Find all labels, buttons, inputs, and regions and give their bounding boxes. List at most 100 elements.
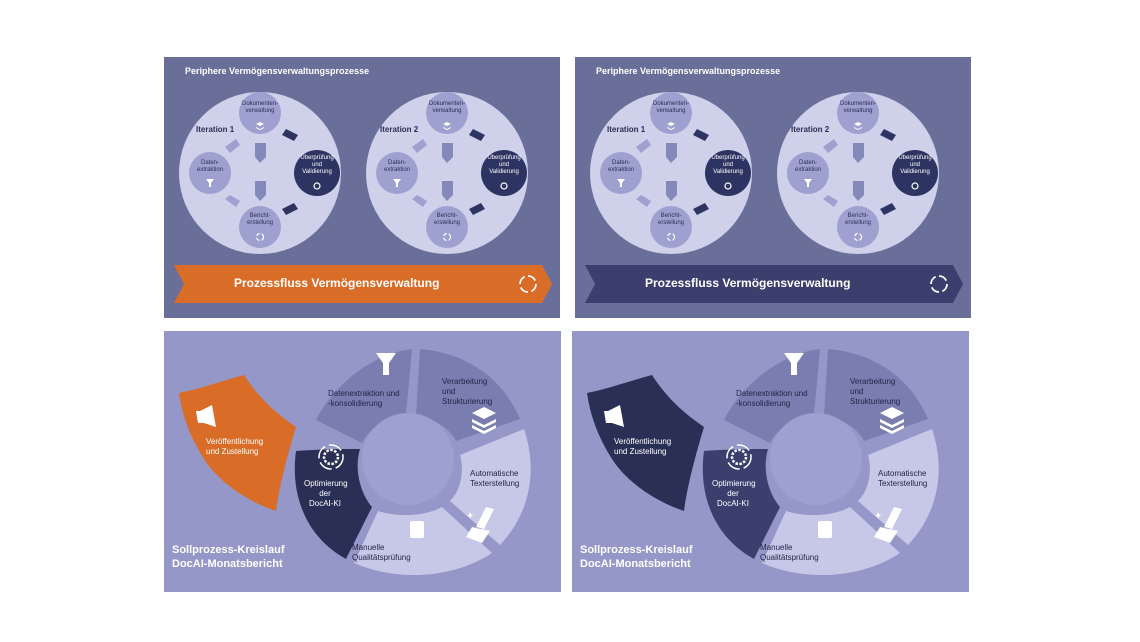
segment-text (858, 429, 939, 545)
segment-publish-label: Veröffentlichung und Zustellung (614, 437, 672, 456)
sparkle-icon: ✦ (874, 511, 882, 522)
megaphone-icon (604, 405, 624, 427)
layers-icon (443, 122, 451, 130)
gear-icon (730, 448, 748, 466)
iteration-1-label: Iteration 1 (196, 125, 235, 134)
iteration-1-arrow-center-bottom (666, 181, 677, 201)
segment-quality-label: Manuelle Qualitätsprüfung (352, 543, 411, 562)
banner-label: Prozessfluss Vermögensverwaltung (645, 276, 851, 290)
iteration-2-label: Iteration 2 (380, 125, 419, 134)
iteration-2-arrow-left-bottom (412, 195, 427, 207)
cycle-title: Sollprozess-Kreislauf DocAI-Monatsberich… (172, 544, 285, 570)
funnel-icon (206, 179, 214, 187)
iteration-1-arrow-left-top (225, 139, 240, 153)
verify-icon (313, 182, 321, 190)
iteration-1-arrow-center-bottom (255, 181, 266, 201)
iteration-1-arrow-topright (282, 129, 298, 141)
iteration-2-arrow-center-top (442, 143, 453, 163)
refresh-icon (442, 232, 452, 242)
node-label: Daten- extraktion (196, 160, 223, 173)
iteration-2-label: Iteration 2 (791, 125, 830, 134)
process-banner (174, 265, 552, 303)
cycle-title: Sollprozess-Kreislauf DocAI-Monatsberich… (580, 544, 693, 570)
funnel-icon (617, 179, 625, 187)
cycle-center (362, 413, 454, 505)
bottom-panel-1: ✦ Datenextraktion und -konsolidierung Ve… (164, 331, 561, 592)
refresh-icon (255, 232, 265, 242)
node-label: Bericht- erstellung (844, 213, 871, 226)
refresh-icon (726, 444, 752, 470)
segment-optimization (702, 449, 780, 559)
node-label: Überprüfung und Validierung (898, 155, 932, 175)
iteration-2-arrow-left-top (412, 139, 427, 153)
iteration-2-arrow-left-bottom (823, 195, 838, 207)
megaphone-icon (196, 405, 216, 427)
iteration-1-arrow-center-top (666, 143, 677, 163)
funnel-icon (376, 353, 396, 375)
iteration-1-circle (590, 92, 752, 254)
iteration-1-node-left (600, 152, 642, 194)
verify-icon (724, 182, 732, 190)
iteration-2-node-top (426, 92, 468, 134)
segment-quality-label: Manuelle Qualitätsprüfung (760, 543, 819, 562)
iteration-1-label: Iteration 1 (607, 125, 646, 134)
iteration-2-arrow-center-top (853, 143, 864, 163)
broom-icon (466, 507, 494, 543)
node-label: Dokumenten- verwaltung (652, 101, 690, 114)
node-label: Dokumenten- verwaltung (428, 101, 466, 114)
bottom-panel-1-graphics: ✦ (179, 349, 531, 576)
segment-processing (416, 349, 520, 441)
iteration-2-arrow-bottomright (469, 203, 485, 215)
node-label: Überprüfung und Validierung (300, 155, 334, 175)
panel-title: Periphere Vermögensverwaltungsprozesse (185, 66, 370, 76)
segment-processing-label: Verarbeitung und Strukturierung (442, 377, 493, 406)
iteration-2-node-left (376, 152, 418, 194)
clipboard-icon (410, 521, 424, 538)
segment-publish-label: Veröffentlichung und Zustellung (206, 437, 264, 456)
iteration-1-node-top (650, 92, 692, 134)
iteration-1-arrow-bottomright (693, 203, 709, 215)
node-label: Daten- extraktion (383, 160, 410, 173)
layers-icon (854, 122, 862, 130)
top-panel-1: Periphere Vermögensverwaltungsprozesse I… (164, 57, 560, 318)
segment-quality (354, 507, 492, 576)
segment-text-label: Automatische Texterstellung (878, 469, 928, 488)
segment-quality (762, 507, 900, 576)
broom-icon (874, 507, 902, 543)
sparkle-icon: ✦ (466, 511, 474, 522)
iteration-2-arrow-center-bottom (442, 181, 453, 201)
top-panel-2-graphics (585, 92, 963, 303)
iteration-1-node-bottom (239, 206, 281, 248)
layers-icon (880, 407, 904, 434)
iteration-1-node-bottom (650, 206, 692, 248)
iteration-1-node-right (294, 150, 340, 196)
iteration-1-node-left (189, 152, 231, 194)
iteration-1-node-top (239, 92, 281, 134)
node-label: Daten- extraktion (607, 160, 634, 173)
funnel-icon (784, 353, 804, 375)
node-label: Daten- extraktion (794, 160, 821, 173)
iteration-2-arrow-topright (880, 129, 896, 141)
iteration-1-arrow-topright (693, 129, 709, 141)
refresh-icon (318, 444, 344, 470)
iteration-2-arrow-left-top (823, 139, 838, 153)
gear-icon (322, 448, 340, 466)
node-label: Überprüfung und Validierung (487, 155, 521, 175)
segment-text (450, 429, 531, 545)
iteration-2-node-right (481, 150, 527, 196)
segment-processing-label: Verarbeitung und Strukturierung (850, 377, 901, 406)
segment-extraction-label: Datenextraktion und -konsolidierung (736, 389, 808, 408)
segment-optimization-label: Optimierung der DocAI-KI (712, 479, 756, 508)
iteration-1-arrow-left-top (636, 139, 651, 153)
refresh-icon (666, 232, 676, 242)
funnel-icon (804, 179, 812, 187)
iteration-1-arrow-left-bottom (225, 195, 240, 207)
cycle-icon (930, 275, 948, 293)
segment-text-label: Automatische Texterstellung (470, 469, 520, 488)
layers-icon (472, 407, 496, 434)
node-label: Bericht- erstellung (246, 213, 273, 226)
segment-optimization-label: Optimierung der DocAI-KI (304, 479, 348, 508)
layers-icon (667, 122, 675, 130)
panel-title: Periphere Vermögensverwaltungsprozesse (596, 66, 781, 76)
iteration-2-arrow-topright (469, 129, 485, 141)
